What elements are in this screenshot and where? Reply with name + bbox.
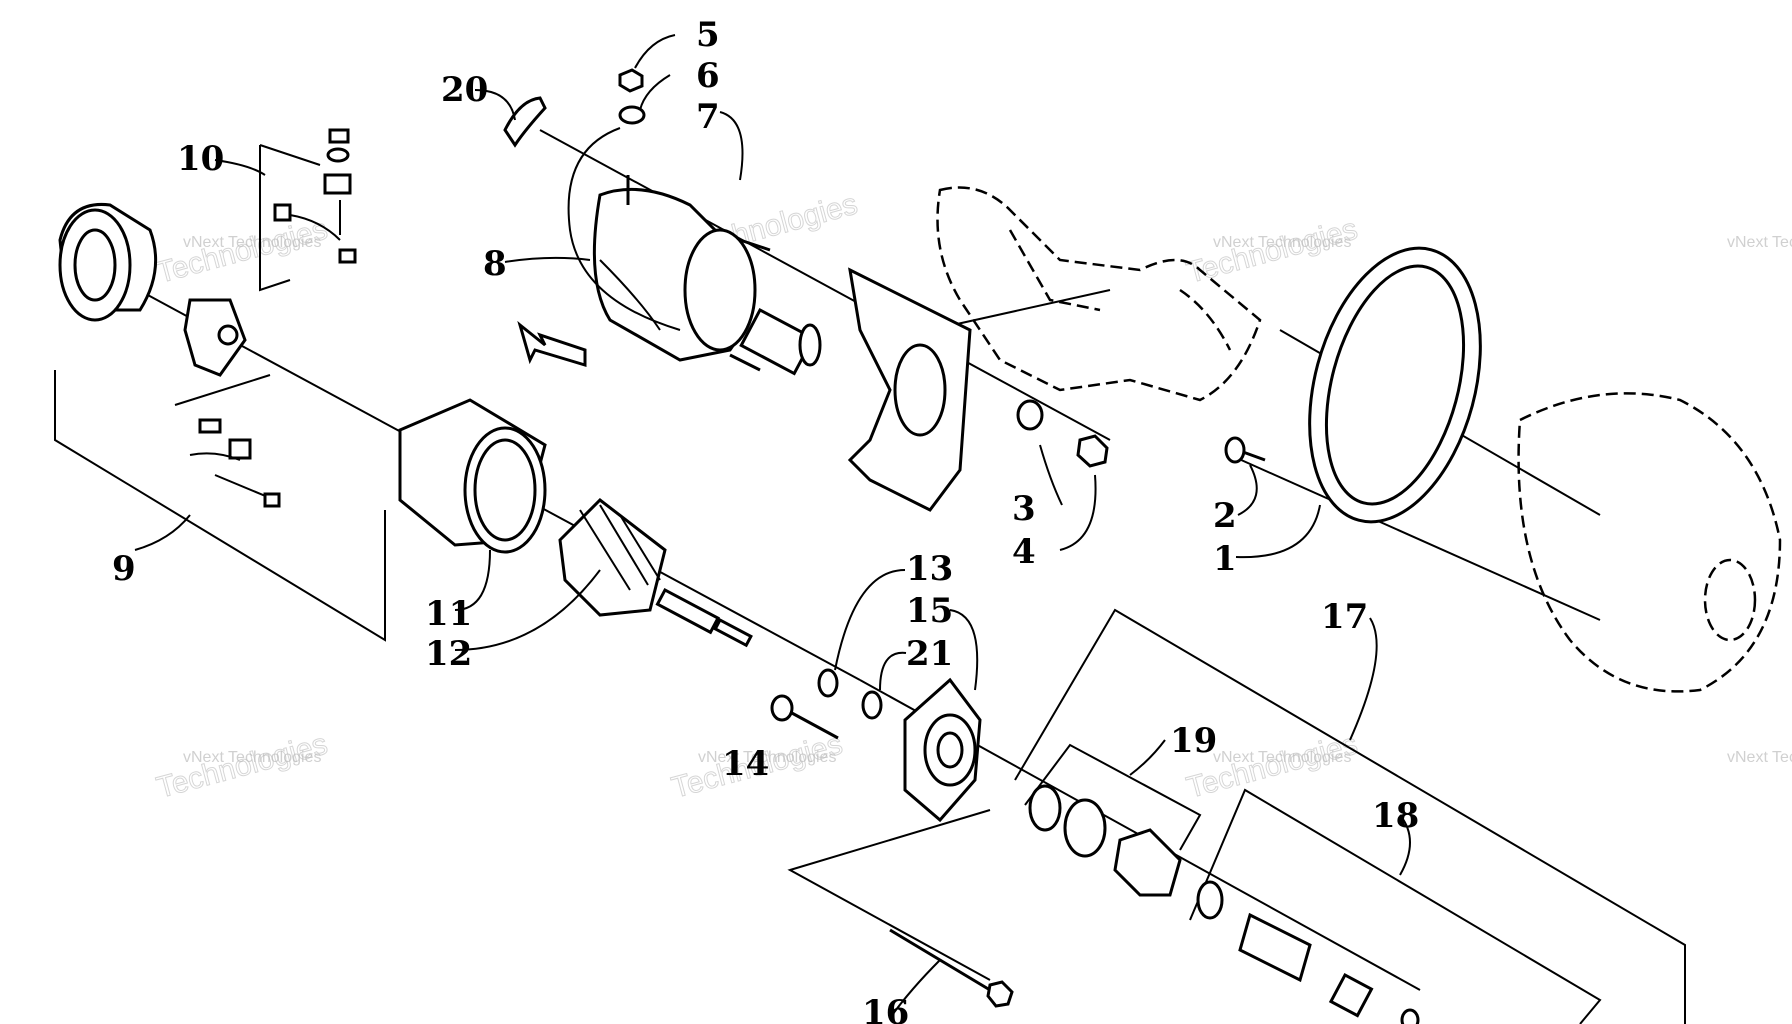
watermark-text: vNext Technologies — [1213, 234, 1351, 251]
flywheel-outline — [1517, 392, 1782, 693]
callout-4: 4 — [1012, 532, 1036, 572]
callout-15: 15 — [906, 591, 953, 631]
callout-7: 7 — [696, 97, 720, 137]
mounting-bracket — [847, 267, 972, 512]
watermark-text: Technologies — [153, 213, 331, 290]
watermark-text: Technologies — [153, 728, 331, 805]
brush-parts — [189, 418, 281, 508]
leader-lines — [134, 34, 1411, 1019]
front-housing — [903, 677, 982, 823]
armature — [558, 498, 753, 648]
callout-9: 9 — [112, 549, 136, 589]
brush-holder-kit — [259, 128, 357, 292]
washer-nut-3-4 — [1016, 399, 1109, 468]
callout-2: 2 — [1213, 496, 1237, 536]
callout-11: 11 — [425, 594, 472, 634]
callout-12: 12 — [425, 634, 472, 674]
callout-3: 3 — [1012, 489, 1036, 529]
through-bolt-14 — [770, 694, 839, 740]
end-cap-assembly — [54, 202, 386, 642]
callout-1: 1 — [1213, 539, 1237, 579]
callout-6: 6 — [696, 56, 720, 96]
callout-5: 5 — [696, 15, 720, 55]
terminal-boot — [503, 96, 547, 148]
callout-13: 13 — [906, 549, 953, 589]
callout-19: 19 — [1170, 721, 1217, 761]
watermark-text: vNext Technologies — [183, 234, 321, 251]
watermark-text: vNext Technologies — [1727, 749, 1792, 766]
washers-13-21 — [817, 668, 883, 720]
callout-labels: 1 2 3 4 5 6 7 8 9 10 11 12 13 14 15 16 1… — [112, 15, 1419, 1024]
through-bolt-16 — [787, 809, 1014, 1008]
watermark-text: vNext Technologies — [1213, 749, 1351, 766]
callout-17: 17 — [1321, 597, 1368, 637]
ring-gear-bolt — [1224, 436, 1266, 464]
watermark-text: vNext Technologies — [1727, 234, 1792, 251]
callout-8: 8 — [483, 244, 507, 284]
yoke-housing — [398, 398, 547, 554]
watermark-text: vNext Technologies — [183, 749, 321, 766]
callout-16: 16 — [862, 993, 909, 1024]
engine-case-outline — [936, 186, 1262, 402]
drive-assembly — [1014, 608, 1686, 1024]
watermark-text: Technologies — [1183, 213, 1361, 290]
callout-21: 21 — [906, 634, 953, 674]
starter-motor — [517, 127, 822, 376]
nut-washer — [618, 68, 646, 125]
callout-18: 18 — [1372, 796, 1419, 836]
ring-gear — [1308, 246, 1482, 524]
callout-14: 14 — [722, 744, 769, 784]
watermark-text: vNext Technologies — [698, 749, 836, 766]
callout-20: 20 — [441, 70, 488, 110]
callout-10: 10 — [177, 139, 224, 179]
